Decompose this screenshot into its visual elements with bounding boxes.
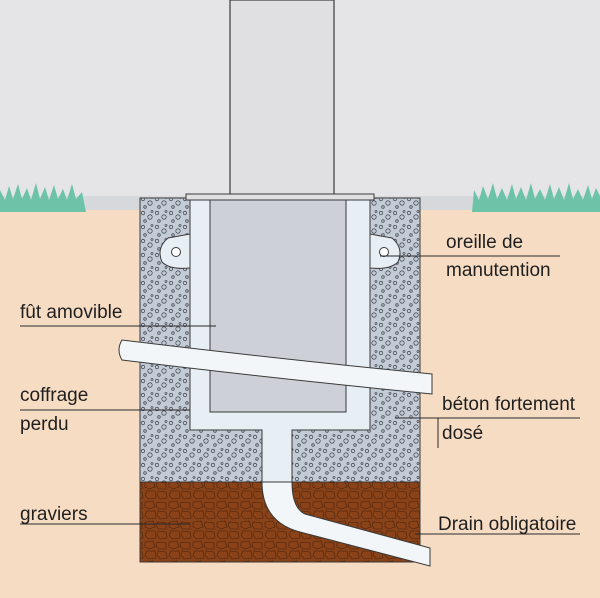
pole [229, 0, 335, 199]
label-graviers: graviers [20, 504, 88, 525]
label-beton-line1: béton fortement [442, 394, 576, 415]
oreille-right [369, 233, 401, 269]
grass-right [472, 183, 600, 212]
label-coffrage-line2: perdu [20, 414, 69, 435]
oreille-left [159, 233, 191, 269]
drain-pipe [261, 481, 431, 567]
label-drain: Drain obligatoire [438, 514, 577, 535]
leader-lines [20, 255, 580, 535]
label-fut-amovible: fût amovible [20, 302, 123, 323]
label-coffrage-line1: coffrage [20, 385, 89, 406]
base-plate [185, 193, 375, 201]
label-oreille-line2: manutention [446, 260, 551, 281]
grass-left [0, 183, 86, 212]
traverse-band [118, 339, 433, 395]
label-oreille-line1: oreille de [446, 232, 524, 253]
label-beton-line2: dosé [442, 423, 484, 444]
